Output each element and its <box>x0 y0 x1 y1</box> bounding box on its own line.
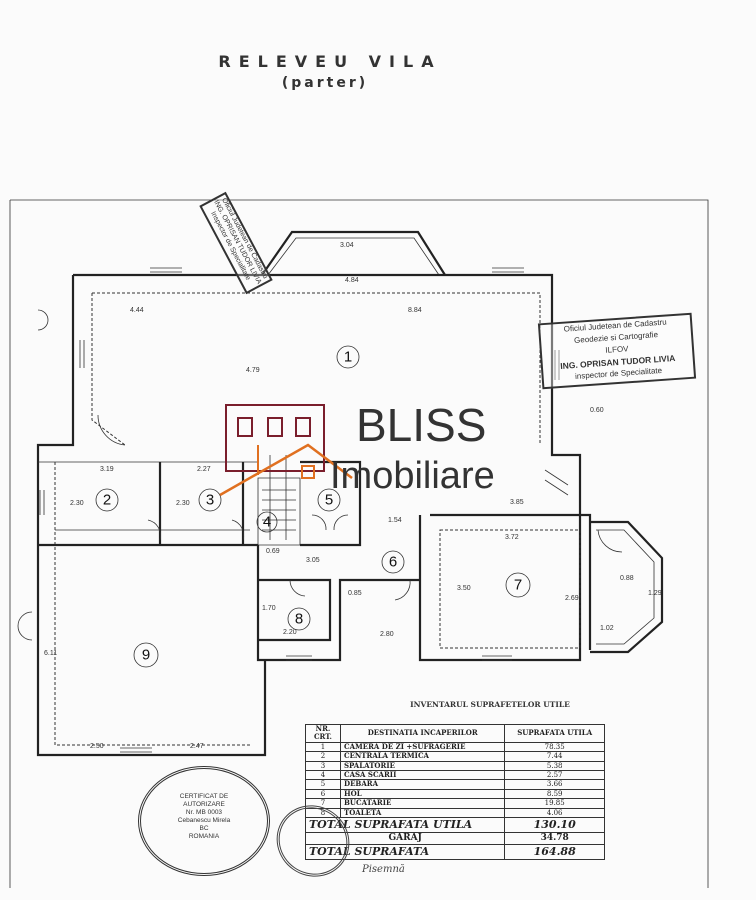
room-markers: 1 2 3 4 5 6 7 8 9 <box>95 345 531 668</box>
dim-label: 2.47 <box>190 743 204 750</box>
dim-label: 3.19 <box>100 466 114 473</box>
dim-label: 3.85 <box>510 499 524 506</box>
dim-label: 1.54 <box>388 517 402 524</box>
col-supr: SUPRAFATA UTILA <box>504 724 605 743</box>
wall-room-8 <box>258 578 332 642</box>
room-number-6: 6 <box>389 554 397 571</box>
cadastre-seal: CERTIFICAT DE AUTORIZARE Nr. MB 0003 Ceb… <box>138 766 270 876</box>
logo-graphic <box>219 404 353 497</box>
outer-wall-left-inner <box>91 293 126 446</box>
dim-label: 0.60 <box>590 407 604 414</box>
page-title: RELEVEU VILA <box>218 52 442 71</box>
dim-label: 4.79 <box>246 367 260 374</box>
dim-label: 1.29 <box>648 590 662 597</box>
dim-label: 2.80 <box>380 631 394 638</box>
room-number-4: 4 <box>263 514 271 531</box>
signature: Pisemnă <box>362 864 405 875</box>
col-nr: NR. CRT. <box>305 724 341 743</box>
window-marks <box>39 267 560 753</box>
dim-label: 1.02 <box>600 625 614 632</box>
dim-label: 2.20 <box>283 629 297 636</box>
dim-label: 3.05 <box>306 557 320 564</box>
dim-label: 0.88 <box>620 575 634 582</box>
dim-label: 3.04 <box>340 242 354 249</box>
dim-label: 6.11 <box>44 650 57 657</box>
logo-brand: BLISS <box>356 399 487 451</box>
outer-wall-left <box>36 275 267 757</box>
outer-wall-upper-inner <box>92 292 541 445</box>
room-number-9: 9 <box>142 647 150 664</box>
dim-label: 2.30 <box>176 500 190 507</box>
wall-hall-6 <box>256 545 420 662</box>
wall-room-7 <box>430 513 592 650</box>
room-number-5: 5 <box>325 492 333 509</box>
cadastre-stamp: Oficiul Judetean de Cadastru Geodezie si… <box>537 312 697 390</box>
bay-window-right <box>590 520 664 654</box>
dim-label: 8.84 <box>408 307 422 314</box>
dim-label: 2.69 <box>565 595 579 602</box>
dim-label: 2.50 <box>90 743 104 750</box>
page-subtitle: (parter) <box>281 75 369 91</box>
room-number-8: 8 <box>295 611 303 628</box>
outer-wall-upper <box>73 273 582 640</box>
room-number-7: 7 <box>514 577 522 594</box>
room-number-2: 2 <box>103 492 111 509</box>
bay-window-top <box>261 230 446 276</box>
room-number-3: 3 <box>206 492 214 509</box>
logo-subtitle: Imobiliare <box>330 455 495 497</box>
inventory-table: NR. CRT. DESTINATIA INCAPERILOR SUPRAFAT… <box>304 724 605 861</box>
col-dest: DESTINATIA INCAPERILOR <box>339 724 506 743</box>
dim-label: 0.69 <box>266 548 280 555</box>
inventory-title: INVENTARUL SUPRAFETELOR UTILE <box>410 700 570 709</box>
sheet-border <box>10 199 709 888</box>
dim-label: 4.84 <box>345 277 359 284</box>
dim-label: 4.44 <box>130 307 144 314</box>
dim-label: 0.85 <box>348 590 362 597</box>
room-number-1: 1 <box>344 349 352 366</box>
dim-label: 3.50 <box>457 585 471 592</box>
dim-label: 2.30 <box>70 500 84 507</box>
dim-label: 2.27 <box>197 466 211 473</box>
dim-label: 3.72 <box>505 534 519 541</box>
dim-label: 1.70 <box>262 605 276 612</box>
